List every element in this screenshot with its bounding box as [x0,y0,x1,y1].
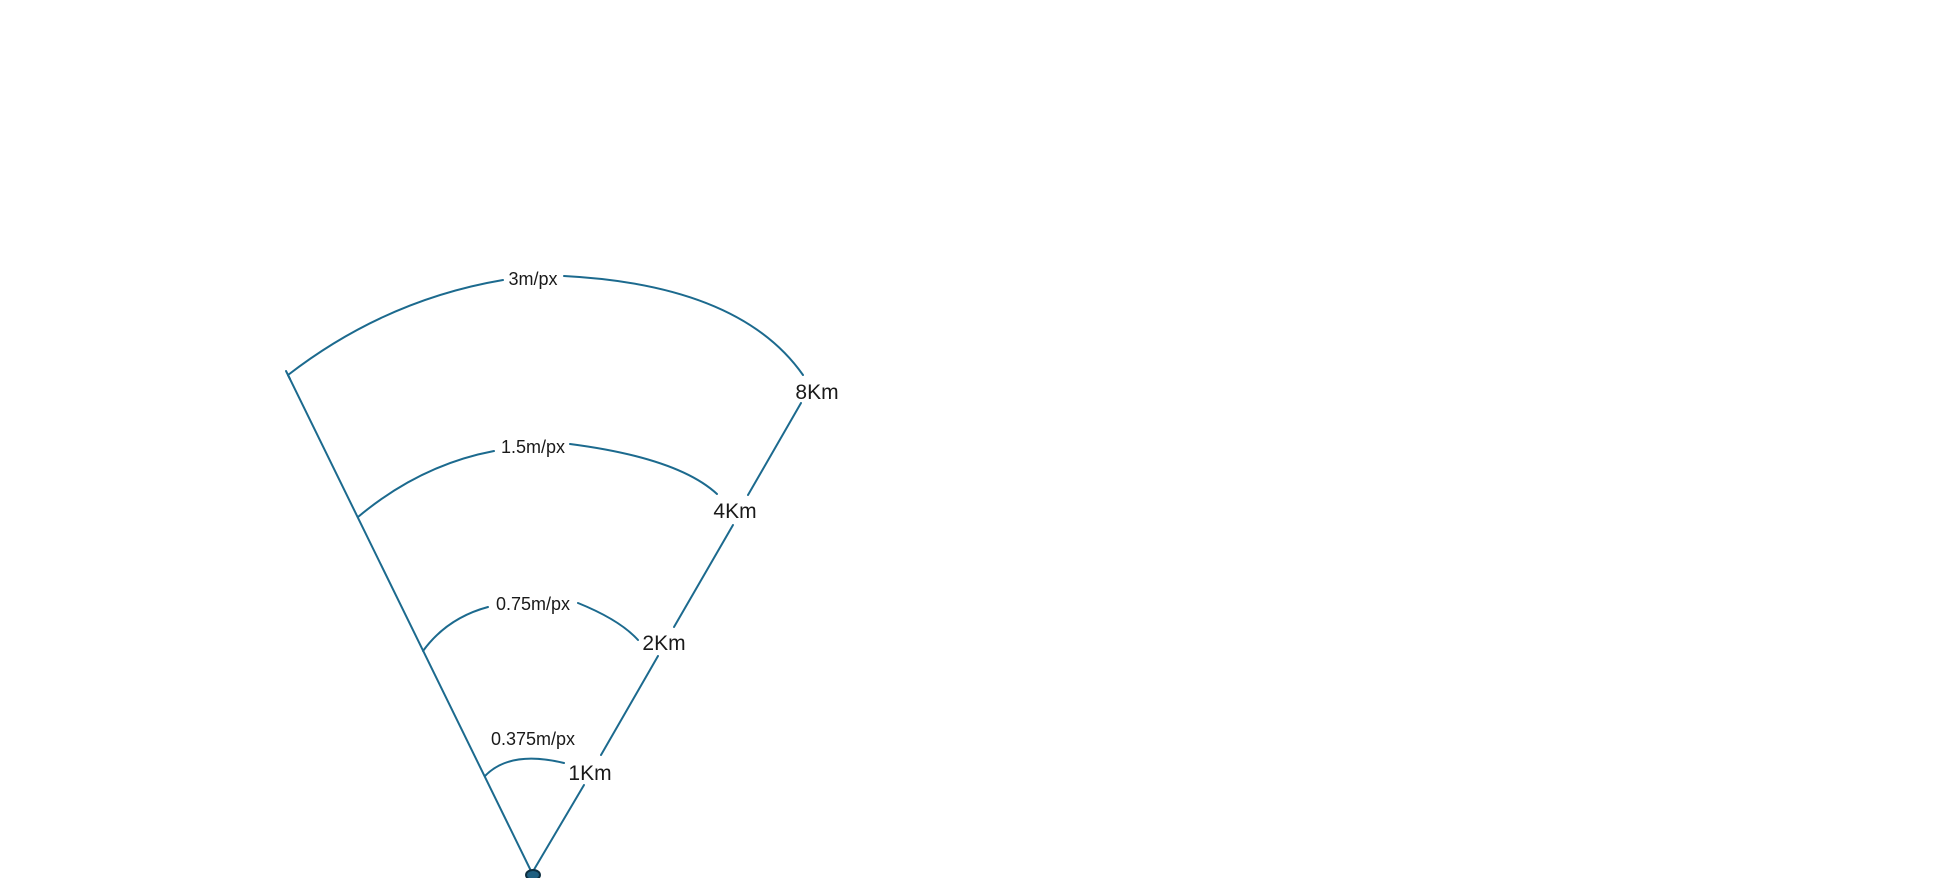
range-arc-4km [357,450,495,518]
resolution-label-2km: 0.75m/px [496,594,570,614]
range-arc-2km [422,606,489,652]
distance-label-1km: 1Km [568,762,611,785]
resolution-label-1km: 0.375m/px [491,729,575,749]
left-edge-end-tick [285,370,291,380]
fov-left-edge-line [287,374,533,874]
fov-right-edge-segment [531,784,585,874]
fov-right-edge-segment [600,655,659,756]
range-arc-8km [287,279,504,376]
fov-right-edge-segment [747,402,802,496]
resolution-label-8km: 3m/px [508,269,557,289]
range-arc-4km [569,443,718,495]
distance-label-4km: 4Km [713,500,756,523]
resolution-label-4km: 1.5m/px [501,437,565,457]
range-arc-2km [577,602,639,641]
fov-right-edge-segment [673,524,734,628]
range-arc-1km [484,757,565,777]
origin-point [525,869,541,881]
distance-label-8km: 8Km [795,381,838,404]
distance-label-2km: 2Km [642,632,685,655]
range-arc-8km [563,275,804,376]
